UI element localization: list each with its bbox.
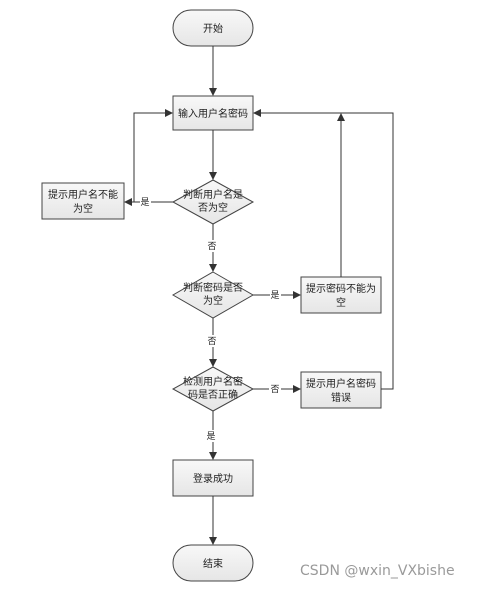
edge-msg-user-back	[133, 109, 173, 202]
edge-label-yes-user: 是	[140, 197, 149, 208]
edge-label-no-pwd: 否	[207, 336, 216, 347]
edge-label-yes-correct: 是	[206, 431, 215, 442]
start-label: 开始	[203, 22, 223, 35]
decision-pwd-empty-line1: 判断密码是否	[183, 281, 243, 294]
decision-user-empty-line2: 否为空	[198, 201, 228, 214]
success-label: 登录成功	[193, 472, 233, 485]
msg-pwd-empty-line2: 空	[336, 296, 346, 309]
msg-user-empty-line2: 为空	[73, 202, 93, 215]
decision-user-empty-line1: 判断用户名是	[183, 188, 243, 201]
msg-wrong-node: 提示用户名密码 错误	[300, 371, 382, 409]
decision-correct: 检测用户名密 码是否正确	[171, 366, 255, 412]
decision-user-empty: 判断用户名是 否为空	[171, 179, 255, 225]
input-node: 输入用户名密码	[172, 95, 254, 131]
edge-label-yes-pwd: 是	[270, 290, 279, 301]
decision-pwd-empty: 判断密码是否 为空	[171, 271, 255, 319]
edge-label-no-user: 否	[207, 241, 216, 252]
msg-user-empty-node: 提示用户名不能 为空	[41, 182, 125, 220]
msg-wrong-line2: 错误	[331, 391, 351, 404]
edge-label-no-correct: 否	[270, 384, 279, 395]
msg-user-empty-line1: 提示用户名不能	[48, 188, 118, 201]
end-node: 结束	[172, 544, 254, 582]
msg-pwd-empty-line1: 提示密码不能为	[306, 282, 376, 295]
decision-correct-line1: 检测用户名密	[183, 375, 243, 388]
input-label: 输入用户名密码	[178, 107, 248, 120]
msg-pwd-empty-node: 提示密码不能为 空	[300, 276, 382, 314]
msg-wrong-line1: 提示用户名密码	[306, 377, 376, 390]
decision-correct-line2: 码是否正确	[188, 388, 238, 401]
decision-pwd-empty-line2: 为空	[203, 294, 223, 307]
start-node: 开始	[172, 9, 254, 47]
watermark-text: CSDN @wxin_VXbishe	[300, 563, 455, 579]
success-node: 登录成功	[172, 459, 254, 497]
end-label: 结束	[203, 557, 223, 570]
edge-msg-wrong-back	[253, 109, 394, 390]
